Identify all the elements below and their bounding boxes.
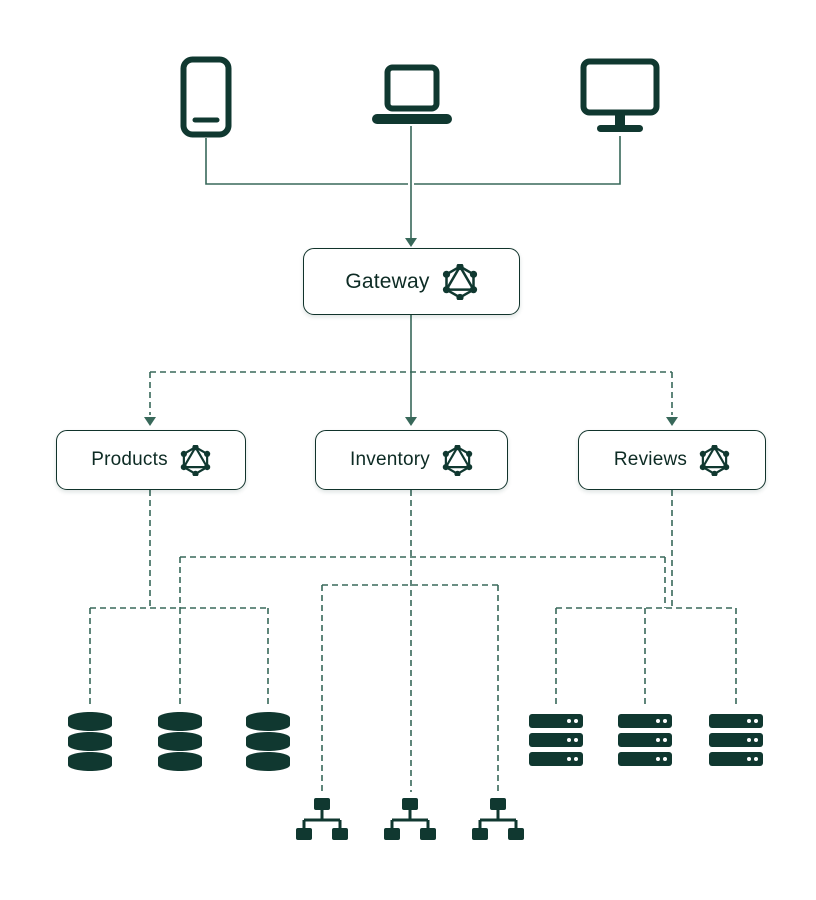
server-rack-icon (709, 714, 763, 766)
reviews-label: Reviews (613, 449, 688, 470)
gateway-node: Gateway (303, 248, 520, 315)
reviews-subgraph-node: Reviews (578, 430, 766, 490)
inventory-label: Inventory (350, 449, 430, 470)
products-subgraph-node: Products (56, 430, 246, 490)
graphql-logo-icon (442, 443, 473, 477)
graphql-logo-icon (699, 443, 730, 477)
server-rack-icon (529, 714, 583, 766)
graphql-logo-icon (442, 262, 478, 301)
database-icon (65, 712, 115, 772)
network-node-icon (382, 798, 438, 846)
network-node-icon (294, 798, 350, 846)
desktop-icon (580, 58, 660, 136)
network-node-icon (470, 798, 526, 846)
tablet-icon (180, 56, 232, 138)
inventory-subgraph-node: Inventory (315, 430, 508, 490)
graphql-logo-icon (180, 443, 211, 477)
gateway-label: Gateway (345, 269, 430, 293)
server-rack-icon (618, 714, 672, 766)
database-icon (155, 712, 205, 772)
products-label: Products (91, 449, 168, 470)
laptop-icon (370, 64, 454, 126)
database-icon (243, 712, 293, 772)
